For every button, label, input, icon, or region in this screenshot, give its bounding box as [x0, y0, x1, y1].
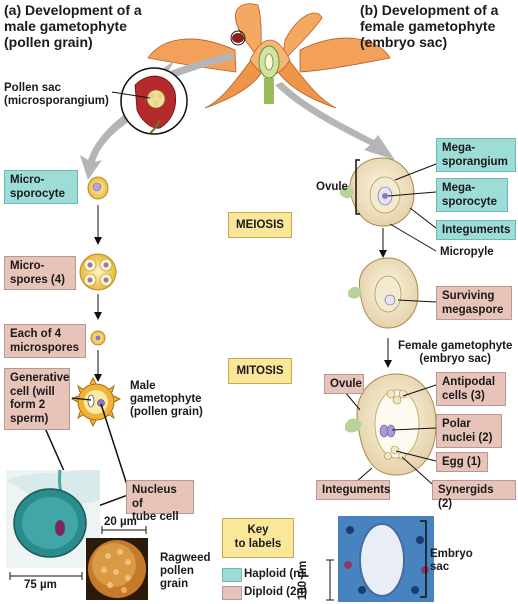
integuments2-box: Integuments	[316, 480, 390, 500]
male-header: (a) Development of a male gametophyte (p…	[4, 2, 164, 50]
label-line: Antipodal	[442, 376, 496, 388]
label-line: Mega-	[442, 182, 476, 194]
label-line: cell (will	[10, 385, 55, 398]
microspores-box: Micro- spores (4)	[4, 256, 76, 290]
label-line: Micro-	[10, 260, 45, 272]
female-header: (b) Development of a female gametophyte …	[360, 2, 518, 50]
label-line: cells (3)	[442, 389, 485, 402]
diploid-swatch	[222, 586, 242, 600]
embryo-sac-micrograph	[326, 516, 434, 602]
label-line: pollen	[160, 565, 194, 577]
surviving-megaspore-box: Surviving megaspore	[436, 286, 512, 320]
micropyle-label: Micropyle	[440, 246, 494, 258]
label-line: Surviving	[442, 290, 495, 302]
microsporocyte-box: Micro- sporocyte	[4, 170, 78, 204]
label-line: Female gametophyte	[398, 340, 513, 352]
key-title-box: Key to labels	[222, 518, 294, 558]
male-header-line: male gametophyte	[4, 18, 127, 34]
embryo-sac-illustration	[345, 373, 437, 476]
haploid-swatch	[222, 568, 242, 582]
label-line: megaspore	[442, 303, 504, 316]
label-line: Each of 4	[10, 328, 62, 340]
generative-cell-box: Generative cell (will form 2 sperm)	[4, 368, 70, 430]
label-line: sporocyte	[442, 195, 497, 208]
meiosis-box: MEIOSIS	[228, 212, 292, 238]
label-line: sac	[430, 561, 450, 573]
ragweed-label: Ragweed pollen grain	[160, 552, 211, 591]
label-line: Micro-	[10, 174, 45, 186]
egg-box: Egg (1)	[436, 452, 488, 472]
polar-nuclei-box: Polar nuclei (2)	[436, 414, 502, 448]
megasporangium-box: Mega- sporangium	[436, 138, 516, 172]
label-line: Nucleus of	[132, 484, 177, 510]
label-line: tube cell	[132, 511, 179, 523]
ovule-illustration	[340, 157, 415, 227]
female-header-line: (embryo sac)	[360, 34, 448, 50]
pollen-micrograph	[6, 469, 100, 580]
scale-75-label: 75 µm	[24, 579, 57, 591]
surviving-megaspore-illustration	[348, 257, 419, 329]
integuments-box: Integuments	[436, 220, 516, 240]
pollen-sac-label: Pollen sac (microsporangium)	[4, 82, 109, 108]
female-header-line: female gametophyte	[360, 18, 496, 34]
label-line: sperm)	[10, 412, 49, 425]
label-line: Generative	[10, 372, 70, 384]
gray-arrow-to-female	[275, 82, 395, 160]
label-line: Embryo	[430, 548, 473, 560]
scale-20-label: 20 µm	[104, 516, 137, 528]
label-line: (pollen grain)	[130, 406, 203, 418]
label-line: Male	[130, 380, 156, 392]
ovule-label: Ovule	[316, 181, 348, 193]
label-line: microspores	[10, 341, 80, 354]
key-title-line: Key	[247, 524, 269, 536]
male-header-line: (pollen grain)	[4, 34, 93, 50]
label-line: sporangium	[442, 155, 508, 168]
label-line: Polar	[442, 418, 471, 430]
male-header-line: (a) Development of a	[4, 2, 142, 18]
female-header-line: (b) Development of a	[360, 2, 499, 18]
label-line: nuclei (2)	[442, 431, 493, 444]
haploid-label: Haploid (n)	[244, 568, 305, 580]
diploid-label: Diploid (2n)	[244, 586, 308, 598]
key-title-line: to labels	[234, 537, 282, 550]
label-line: (microsporangium)	[4, 95, 109, 107]
embryo-sac-label: Embryo sac	[430, 548, 473, 574]
gray-arrow-left-down	[80, 110, 135, 180]
megasporocyte-box: Mega- sporocyte	[436, 178, 508, 212]
each-of-4-box: Each of 4 microspores	[4, 324, 86, 358]
pollen-sac-illustration	[120, 67, 188, 135]
label-line: gametophyte	[130, 393, 202, 405]
male-gametophyte-label: Male gametophyte (pollen grain)	[130, 380, 203, 419]
label-line: form 2	[10, 399, 46, 411]
ovule2-box: Ovule	[324, 374, 364, 394]
ragweed-pollen-photo	[86, 526, 148, 600]
synergids-box: Synergids (2)	[432, 480, 516, 510]
label-line: sporocyte	[10, 187, 65, 200]
antipodal-box: Antipodal cells (3)	[436, 372, 506, 406]
label-line: Mega-	[442, 142, 476, 154]
mitosis-box: MITOSIS	[228, 358, 292, 384]
male-gametophyte-illustration	[70, 376, 122, 428]
label-line: Ragweed	[160, 552, 211, 564]
label-line: (embryo sac)	[419, 353, 491, 365]
label-line: Pollen sac	[4, 82, 61, 94]
label-line: grain	[160, 578, 189, 590]
label-line: spores (4)	[10, 273, 65, 286]
nucleus-tube-cell-box: Nucleus of tube cell	[126, 480, 194, 523]
female-gametophyte-label: Female gametophyte (embryo sac)	[398, 340, 512, 366]
